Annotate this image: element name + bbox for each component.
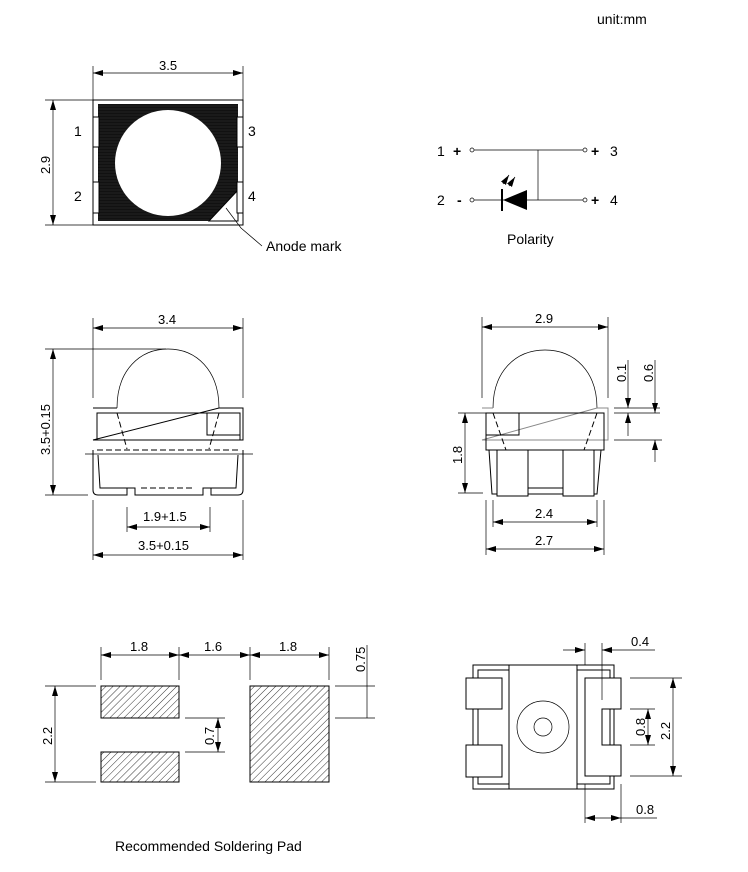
light-arrow-icon [500, 174, 510, 185]
height-dim: 3.5+0.15 [38, 404, 53, 455]
dim-0-4: 0.4 [631, 634, 649, 649]
polarity-title: Polarity [507, 231, 554, 247]
anode-leader-line [225, 207, 263, 247]
dim-0-8: 0.8 [636, 802, 654, 817]
dim-0-7: 0.7 [202, 727, 217, 745]
pin-label: 1 [437, 143, 445, 159]
base-dim: 3.5+0.15 [138, 538, 189, 553]
pad-dim: 2.4 [535, 506, 553, 521]
pin-pad [236, 181, 244, 214]
solder-pad-title: Recommended Soldering Pad [115, 838, 302, 854]
side-view: 2.9 1.8 0.1 0.6 2.4 2.7 [450, 311, 662, 555]
dim-0-8: 0.8 [633, 718, 648, 736]
dim-0-6: 0.6 [641, 364, 656, 382]
height-dim: 1.8 [450, 446, 465, 464]
polarity-diagram: 1 + 2 - + 3 + 4 Polarity [437, 143, 618, 247]
sign-label: + [591, 192, 599, 208]
pin-pad [92, 116, 100, 148]
pin-label: 3 [610, 143, 618, 159]
dim-pad-width: 1.8 [130, 639, 148, 654]
lens-circle [115, 110, 221, 216]
solder-pad [100, 751, 180, 783]
unit-label: unit:mm [597, 11, 647, 27]
dim-2-2: 2.2 [658, 722, 673, 740]
sign-label: + [591, 143, 599, 159]
pin-label: 3 [248, 123, 256, 139]
pin-label: 2 [437, 192, 445, 208]
pin-pad [92, 181, 100, 214]
pin-label: 4 [248, 188, 256, 204]
diode-icon [503, 190, 527, 210]
height-dim: 2.9 [38, 156, 53, 174]
dim-pad-gap: 1.6 [204, 639, 222, 654]
top-view: 1 2 3 4 Anode mark 3.5 2.9 [38, 58, 342, 254]
solder-pad-layout: 1.8 1.6 1.8 0.75 2.2 0.7 Recommended Sol… [40, 639, 375, 854]
width-dim: 3.4 [158, 312, 176, 327]
inner-dim: 1.9+1.5 [143, 509, 187, 524]
pin-label: 4 [610, 192, 618, 208]
solder-pad [100, 685, 180, 719]
anode-mark-label: Anode mark [266, 238, 342, 254]
sign-label: + [453, 143, 461, 159]
bottom-view: 0.4 0.8 2.2 0.8 [465, 634, 682, 823]
light-arrow-icon [506, 176, 516, 187]
pin-label: 2 [74, 188, 82, 204]
dim-2-2: 2.2 [40, 727, 55, 745]
width-dim: 3.5 [159, 58, 177, 73]
pin-label: 1 [74, 123, 82, 139]
front-view: 3.4 3.5+0.15 1.9+1.5 3.5+0.15 [38, 312, 253, 560]
sign-label: - [457, 192, 462, 208]
dim-pad-width: 1.8 [279, 639, 297, 654]
dim-0-75: 0.75 [353, 647, 368, 672]
package-outline [92, 99, 244, 226]
dome [116, 348, 220, 409]
width-dim: 2.9 [535, 311, 553, 326]
dim-0-1: 0.1 [614, 364, 629, 382]
pin-pad [236, 116, 244, 148]
base-dim: 2.7 [535, 533, 553, 548]
solder-pad [249, 685, 330, 783]
